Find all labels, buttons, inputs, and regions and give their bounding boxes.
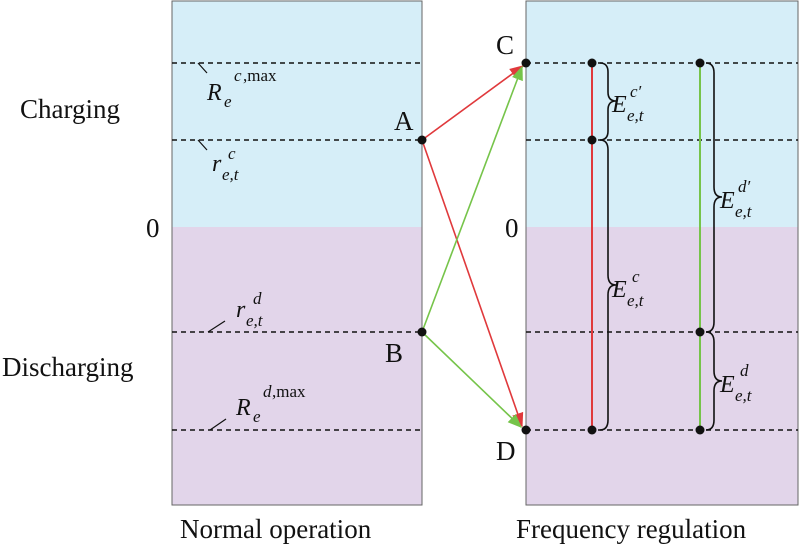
charging-label: Charging	[20, 94, 120, 124]
symbol-e-d-prime: E e,t d′	[719, 177, 753, 221]
svg-text:r: r	[236, 297, 246, 323]
symbol-rd-max: R e d ,max	[235, 382, 306, 426]
svg-text:e: e	[253, 407, 261, 426]
arrow-a-to-c	[421, 65, 525, 141]
svg-text:e,t: e,t	[222, 165, 240, 184]
arrow-a-to-d	[421, 139, 524, 428]
brace-ec-prime	[599, 62, 617, 141]
svg-text:c′: c′	[630, 82, 642, 101]
right-box-border	[525, 0, 799, 506]
left-discharging-region	[172, 227, 422, 505]
point-c-dot	[521, 58, 531, 68]
svg-text:d: d	[253, 289, 262, 308]
svg-text:E: E	[611, 277, 627, 303]
brace-ed-prime	[705, 62, 723, 333]
arrow-b-to-d	[421, 331, 523, 428]
svg-text:c: c	[228, 144, 236, 163]
leader-rc	[197, 139, 208, 151]
svg-text:,max: ,max	[243, 66, 277, 85]
svg-text:E: E	[611, 92, 627, 118]
green-bar-rd-dot	[695, 327, 705, 337]
green-bar-bottom-dot	[695, 425, 705, 435]
leader-rd	[207, 320, 226, 333]
svg-text:e,t: e,t	[627, 106, 645, 125]
svg-text:,max: ,max	[272, 382, 306, 401]
point-b-dot	[417, 327, 427, 337]
svg-text:E: E	[719, 372, 735, 398]
red-bar-bottom-dot	[587, 425, 597, 435]
svg-text:d′: d′	[738, 177, 751, 196]
symbol-rc-max: R e c ,max	[206, 66, 277, 111]
svg-text:R: R	[206, 80, 222, 106]
point-d-label: D	[496, 436, 516, 466]
caption-frequency-regulation: Frequency regulation	[516, 514, 747, 544]
svg-text:d: d	[740, 361, 749, 380]
leader-rc-max	[197, 62, 208, 74]
svg-text:r: r	[212, 151, 222, 177]
svg-text:R: R	[235, 395, 251, 421]
brace-ed	[705, 331, 723, 431]
left-charging-region	[172, 1, 422, 227]
green-bar-top-dot	[695, 58, 705, 68]
svg-text:e,t: e,t	[735, 202, 753, 221]
svg-text:c: c	[632, 267, 640, 286]
point-c-label: C	[496, 30, 514, 60]
svg-text:c: c	[234, 66, 242, 85]
caption-normal-operation: Normal operation	[180, 514, 372, 544]
symbol-e-c: E e,t c	[611, 267, 645, 310]
svg-text:E: E	[719, 188, 735, 214]
point-d-dot	[521, 425, 531, 435]
left-box-border	[171, 0, 423, 506]
point-a-label: A	[394, 106, 414, 136]
red-bar-rc-dot	[587, 135, 597, 145]
svg-text:e,t: e,t	[246, 311, 264, 330]
svg-text:e,t: e,t	[627, 291, 645, 310]
discharging-label: Discharging	[2, 352, 133, 382]
leader-rd-max	[209, 418, 227, 431]
symbol-rd: r e,t d	[236, 289, 264, 330]
right-charging-region	[526, 1, 798, 227]
point-b-label: B	[385, 338, 403, 368]
brace-ec	[599, 139, 617, 431]
svg-text:e: e	[224, 92, 232, 111]
symbol-e-d: E e,t d	[719, 361, 753, 405]
svg-text:d: d	[263, 382, 272, 401]
arrow-b-to-c	[421, 65, 523, 333]
red-bar-top-dot	[587, 58, 597, 68]
symbol-e-c-prime: E e,t c′	[611, 82, 645, 125]
right-discharging-region	[526, 227, 798, 505]
svg-text:e,t: e,t	[735, 386, 753, 405]
symbol-rc: r e,t c	[212, 144, 240, 184]
zero-label-right: 0	[505, 213, 519, 243]
point-a-dot	[417, 135, 427, 145]
zero-label-left: 0	[146, 213, 160, 243]
